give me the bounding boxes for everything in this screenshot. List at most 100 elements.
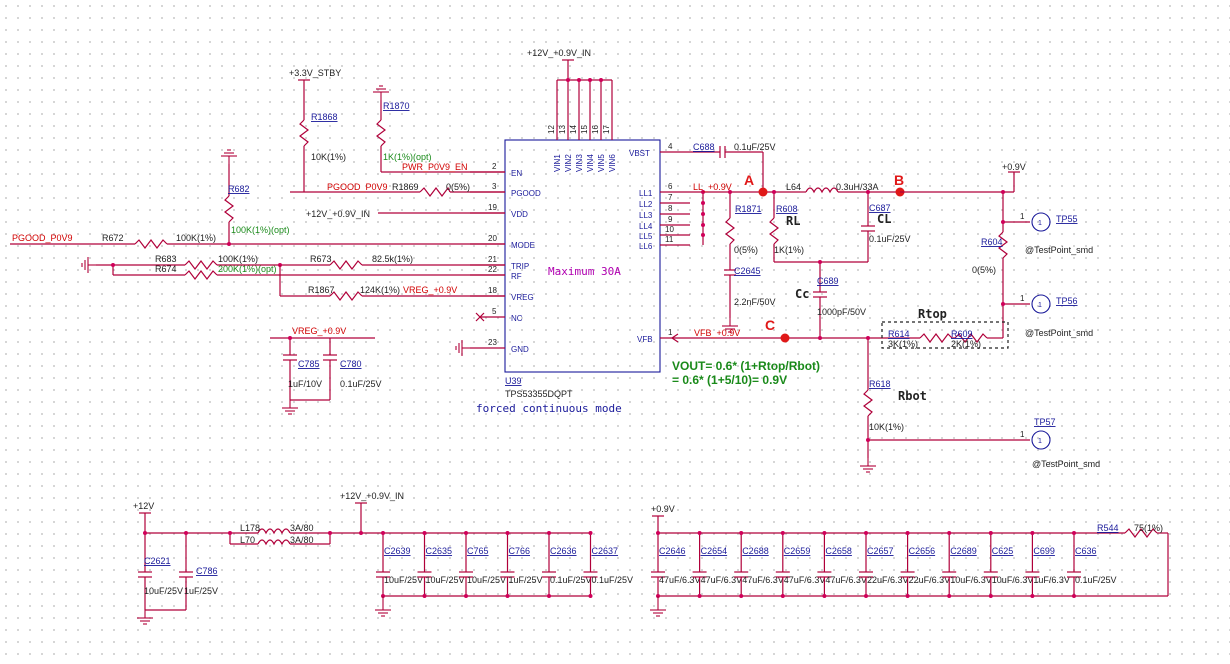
pin-vin3: VIN3 <box>575 154 584 172</box>
junction <box>599 78 603 82</box>
cap-c2658-ref: C2658 <box>825 546 852 556</box>
cap-c766-junction-bottom <box>505 594 510 598</box>
r1871-val: 0(5%) <box>734 245 758 255</box>
r1867-val: 124K(1%) <box>360 285 400 295</box>
ic-top-pins: +12V_+0.9V_IN VIN1 VIN2 VIN3 VIN4 VIN5 V… <box>527 48 617 172</box>
pin-vbst: VBST <box>629 149 650 158</box>
l70-val: 3A/80 <box>290 535 314 545</box>
pin-num-18: 18 <box>488 286 497 295</box>
cap-c2657-val: 22uF/6.3V <box>867 575 909 585</box>
pin-num-11: 11 <box>665 235 674 244</box>
ic-mode-note: forced continuous mode <box>476 402 622 415</box>
junction <box>111 263 115 267</box>
l70-ref: L70 <box>240 535 255 545</box>
rtop-label: Rtop <box>918 307 947 321</box>
r608-ref: R608 <box>776 204 798 214</box>
pin-num-16: 16 <box>591 125 600 134</box>
cap-c699-junction-top <box>1030 531 1035 535</box>
cap-c2639-junction-top <box>381 531 385 535</box>
cap-c699-junction-bottom <box>1030 594 1035 598</box>
pin-num-21: 21 <box>488 255 497 264</box>
cap-c766-junction-top <box>505 531 510 535</box>
r618-ref: R618 <box>869 379 891 389</box>
r604-ref: R604 <box>981 237 1003 247</box>
pin-vin1: VIN1 <box>553 154 562 172</box>
r608-val: 1K(1%) <box>774 245 804 255</box>
cap-c699-val: 1uF/6.3V <box>1033 575 1070 585</box>
tp55-ref: TP55 <box>1056 214 1078 224</box>
pin-num-10: 10 <box>665 225 674 234</box>
r614-ref: R614 <box>888 329 910 339</box>
cap-c2689-ref: C2689 <box>950 546 977 556</box>
net-vfb-label: VFB_+0.9V <box>694 328 740 338</box>
c687-ref: C687 <box>869 203 891 213</box>
cap-c2636-junction-top <box>547 531 551 535</box>
net-vreg2-label: VREG_+0.9V <box>292 326 346 336</box>
cap-c2654-ref: C2654 <box>701 546 728 556</box>
rbot-label: Rbot <box>898 389 927 403</box>
tp56-pin: 1 <box>1038 302 1042 309</box>
formula-line-2: = 0.6* (1+5/10)= 0.9V <box>672 373 787 387</box>
cap-c2688-junction-bottom <box>739 594 744 598</box>
tp55-pin: 1 <box>1038 220 1042 227</box>
junction <box>288 336 292 340</box>
c689-ref: C689 <box>817 276 839 286</box>
c688-ref: C688 <box>693 142 715 152</box>
cap-c765-junction-top <box>464 531 468 535</box>
tp56-circle <box>1031 294 1051 314</box>
formula-line-1: VOUT= 0.6* (1+Rtop/Rbot) <box>672 359 820 373</box>
cap-c2689-junction-top <box>947 531 952 535</box>
net-pwr-en-label: PWR_P0V9_EN <box>402 162 468 172</box>
net-vreg-label: VREG_+0.9V <box>403 285 457 295</box>
cap-c2654-junction-bottom <box>697 594 702 598</box>
cap-c2635-ref: C2635 <box>426 546 453 556</box>
marker-c-dot <box>780 333 790 343</box>
r1868-ref: R1868 <box>311 112 338 122</box>
ic-u39-part: TPS53355DQPT <box>505 389 573 399</box>
l64-val: 0.3uH/33A <box>836 182 879 192</box>
cap-c2657-ref: C2657 <box>867 546 894 556</box>
junction <box>701 201 705 205</box>
cap-c2637-junction-bottom <box>588 594 593 598</box>
tp57-circle <box>1031 430 1051 450</box>
cap-c2636-junction-bottom <box>547 594 551 598</box>
bank12-ground-icon <box>375 596 391 617</box>
r672-ref: R672 <box>102 233 124 243</box>
cap-c765-junction-bottom <box>464 594 468 598</box>
cc-label: Cc <box>795 287 809 301</box>
ic-u39: U39 TPS53355DQPT Maximum 30A forced cont… <box>476 139 661 415</box>
pin-nc: NC <box>511 314 523 323</box>
tp55-num: 1 <box>1020 212 1025 221</box>
pin-num-7: 7 <box>668 193 673 202</box>
r1868-val: 10K(1%) <box>311 152 346 162</box>
cap-c2637-ref: C2637 <box>592 546 619 556</box>
r544-val: 75(1%) <box>1134 523 1163 533</box>
pin-num-2: 2 <box>492 162 497 171</box>
pin-num-1: 1 <box>668 328 673 337</box>
junction <box>1001 190 1005 194</box>
cap-c2688-val: 47uF/6.3V <box>742 575 784 585</box>
cap-c2656-junction-top <box>905 531 910 535</box>
pin-num-13: 13 <box>558 125 567 134</box>
junction <box>1001 302 1005 306</box>
pin-ll4: LL4 <box>639 222 653 231</box>
marker-a-dot <box>758 187 768 197</box>
left-circuit: +3.3V_STBY R1868 10K(1%) PGOOD_P0V9 R186… <box>10 68 505 415</box>
c2621-ref: C2621 <box>144 556 171 566</box>
pin-ll5: LL5 <box>639 232 653 241</box>
cap-c2658-junction-bottom <box>822 594 827 598</box>
input-filter: +12V C2621 10uF/25V C786 1uF/25V L178 3A… <box>133 491 404 625</box>
c2621-val: 10uF/25V <box>144 586 183 596</box>
junction <box>228 531 232 535</box>
cap-c2659-val: 47uF/6.3V <box>784 575 826 585</box>
pin-rf: RF <box>511 272 522 281</box>
junction <box>227 242 231 246</box>
ic-u39-body <box>504 139 661 373</box>
net-out-label: +0.9V <box>1002 162 1026 172</box>
tp56-ref: TP56 <box>1056 296 1078 306</box>
pin-mode: MODE <box>511 241 535 250</box>
pin-num-5: 5 <box>492 307 497 316</box>
ic-right-pins: VBST LL1 LL2 LL3 LL4 LL5 LL6 VFB 4 6 7 8… <box>629 142 690 344</box>
cap-c636-val: 0.1uF/25V <box>1075 575 1117 585</box>
marker-b: B <box>894 172 904 188</box>
